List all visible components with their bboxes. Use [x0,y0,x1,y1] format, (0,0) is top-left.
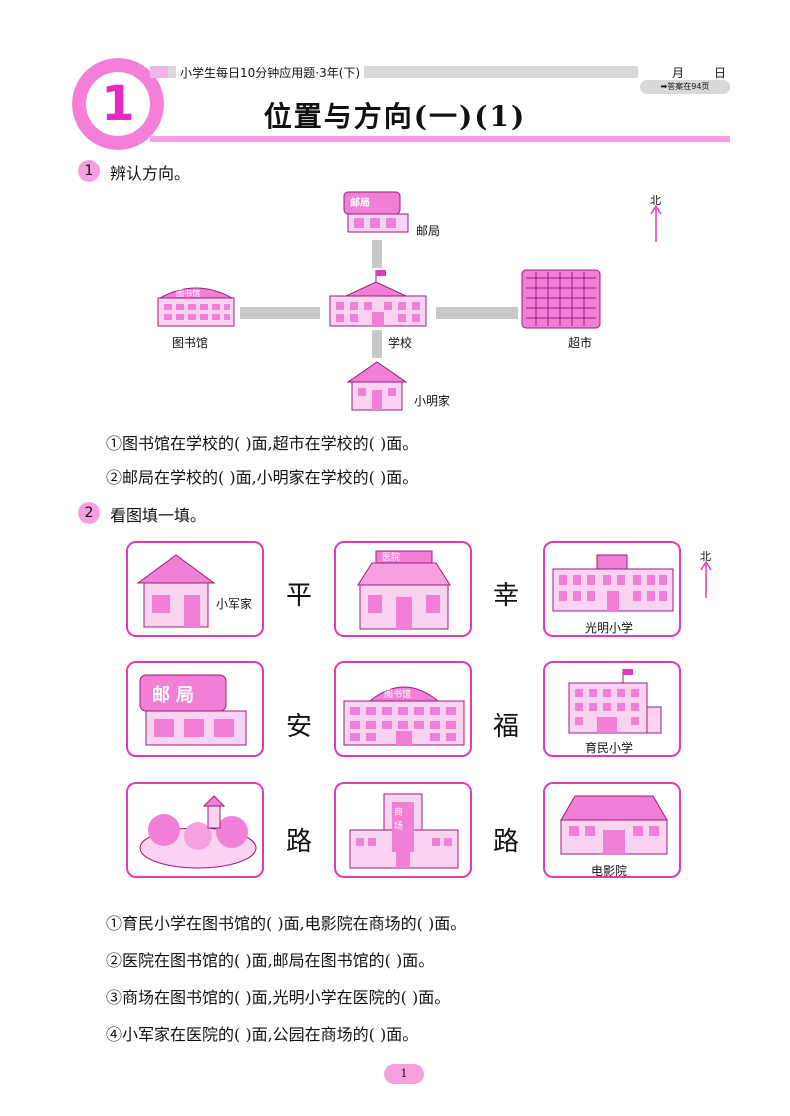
library-icon-2 [343,686,465,746]
road-char-fu: 福 [493,712,520,742]
header-accent [150,66,172,78]
date-field: 月日 [672,64,756,81]
page-number: 1 [384,1064,424,1084]
road-char-lu-2: 路 [493,827,520,857]
road-char-an: 安 [286,712,313,742]
guangming-school-icon [552,554,674,612]
road-char-ping: 平 [286,581,313,611]
post-office-label: 邮局 [416,224,441,238]
question-2-4: ④小军家在医院的( )面,公园在商场的( )面。 [106,1025,419,1044]
question-number-1: 1 [78,160,100,182]
xiaoming-home-icon [346,361,408,411]
supermarket-label: 超市 [568,336,593,350]
xiaoming-home-label: 小明家 [414,394,451,408]
north-arrow-icon-2 [700,560,712,598]
post-office-icon-2 [139,674,247,746]
box-yumin: 育民小学 [543,661,681,757]
question-prompt-2: 看图填一填。 [110,506,207,525]
mall-sign: 商场 [394,808,404,832]
road-east [436,307,518,319]
box-park [126,782,264,878]
house-icon [136,554,216,628]
question-prompt-1: 辨认方向。 [110,164,191,183]
road-north [372,240,382,268]
question-2-3: ③商场在图书馆的( )面,光明小学在医院的( )面。 [106,988,451,1007]
cinema-label: 电影院 [591,864,628,878]
title-underline [150,136,730,142]
box-cinema: 电影院 [543,782,681,878]
road-char-lu-1: 路 [286,827,313,857]
yumin-label: 育民小学 [585,741,634,755]
lesson-number: 1 [101,76,135,132]
series-title: 小学生每日10分钟应用题·3年(下) [176,64,365,81]
hospital-icon [357,550,451,630]
post-office-sign-2: 邮局 [152,685,200,706]
school-icon [329,270,427,327]
supermarket-icon [521,269,601,329]
yumin-school-icon [568,669,662,734]
answer-reference: ➡答案在94页 [640,80,730,94]
month-label: 月 [672,66,685,80]
library-sign: 图书馆 [176,289,200,298]
box-library: 图书馆 [334,661,472,757]
day-label: 日 [714,66,727,80]
hospital-sign: 医院 [382,553,401,563]
question-2-2: ②医院在图书馆的( )面,邮局在图书馆的( )面。 [106,951,435,970]
park-icon [139,795,257,869]
road-south [372,330,382,358]
mall-icon [349,793,459,869]
question-1-1: ①图书馆在学校的( )面,超市在学校的( )面。 [106,434,419,453]
library-icon [157,287,235,327]
north-label-2: 北 [700,550,711,563]
xiaojun-home-label: 小军家 [216,597,253,611]
question-number-2: 2 [78,502,100,524]
library-sign-2: 图书馆 [384,690,412,700]
box-mall: 商场 [334,782,472,878]
guangming-label: 光明小学 [585,621,634,635]
school-label: 学校 [388,336,413,350]
box-xiaojun-home: 小军家 [126,541,264,637]
box-guangming: 光明小学 [543,541,681,637]
box-post-office: 邮局 [126,661,264,757]
road-west [240,307,320,319]
road-char-xing: 幸 [493,581,520,611]
box-hospital: 医院 [334,541,472,637]
question-2-1: ①育民小学在图书馆的( )面,电影院在商场的( )面。 [106,914,467,933]
library-label: 图书馆 [172,336,209,350]
question-1-2: ②邮局在学校的( )面,小明家在学校的( )面。 [106,468,419,487]
page-title: 位置与方向(一)(1) [263,100,527,133]
post-office-sign: 邮局 [350,198,370,209]
lesson-badge-inner: 1 [86,72,150,136]
north-arrow-icon [650,204,662,242]
post-office-icon [343,191,409,233]
north-label: 北 [650,194,661,207]
cinema-icon [560,795,668,855]
